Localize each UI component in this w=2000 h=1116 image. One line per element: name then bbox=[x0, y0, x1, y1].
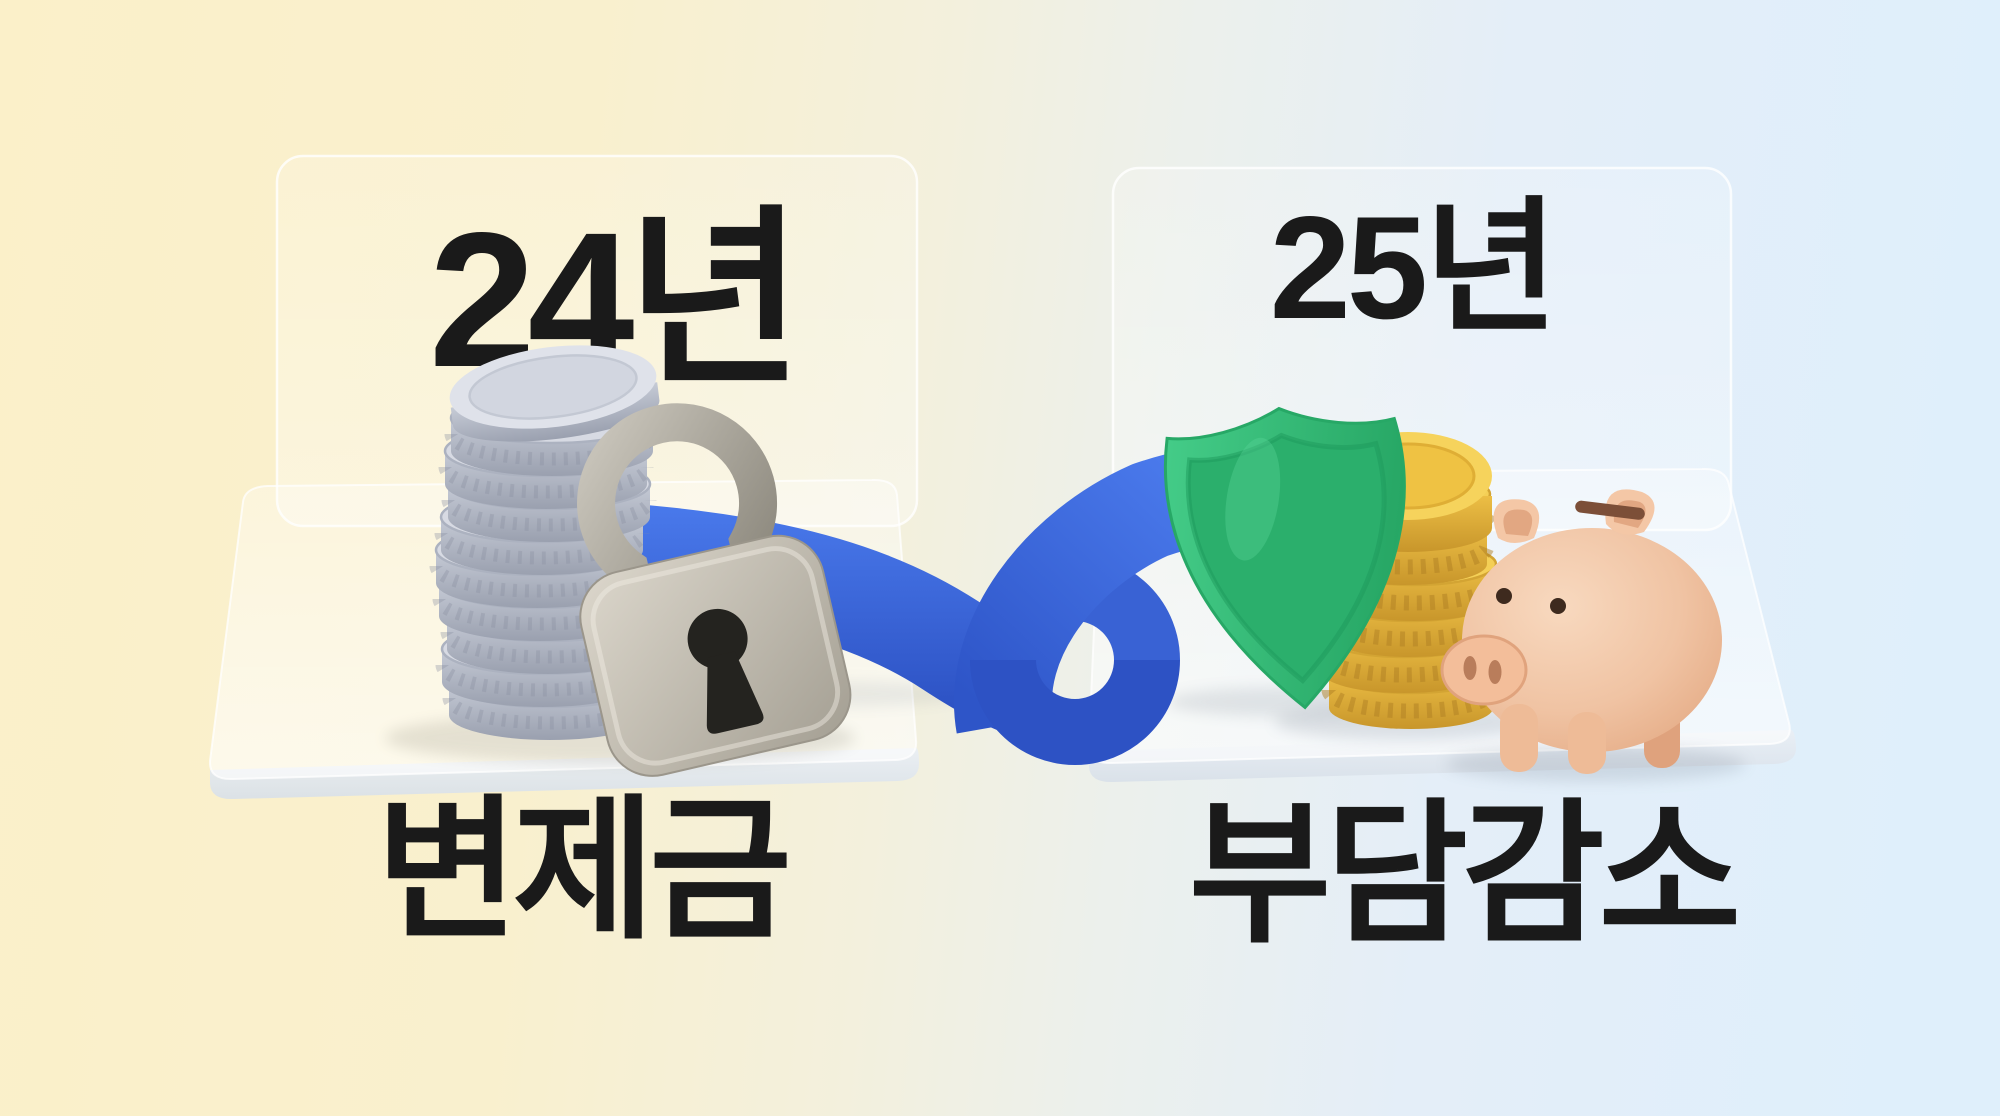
left-year-label: 24년 bbox=[428, 192, 803, 407]
right-caption: 부담감소 bbox=[1188, 788, 1741, 961]
left-glass-shelf bbox=[208, 478, 919, 800]
left-caption: 변제금 bbox=[376, 784, 792, 957]
left-shelf-top bbox=[208, 478, 918, 781]
right-year-label: 25년 bbox=[1269, 186, 1559, 349]
right-shelf-top bbox=[1087, 467, 1791, 765]
right-glass-shelf bbox=[1087, 467, 1797, 783]
